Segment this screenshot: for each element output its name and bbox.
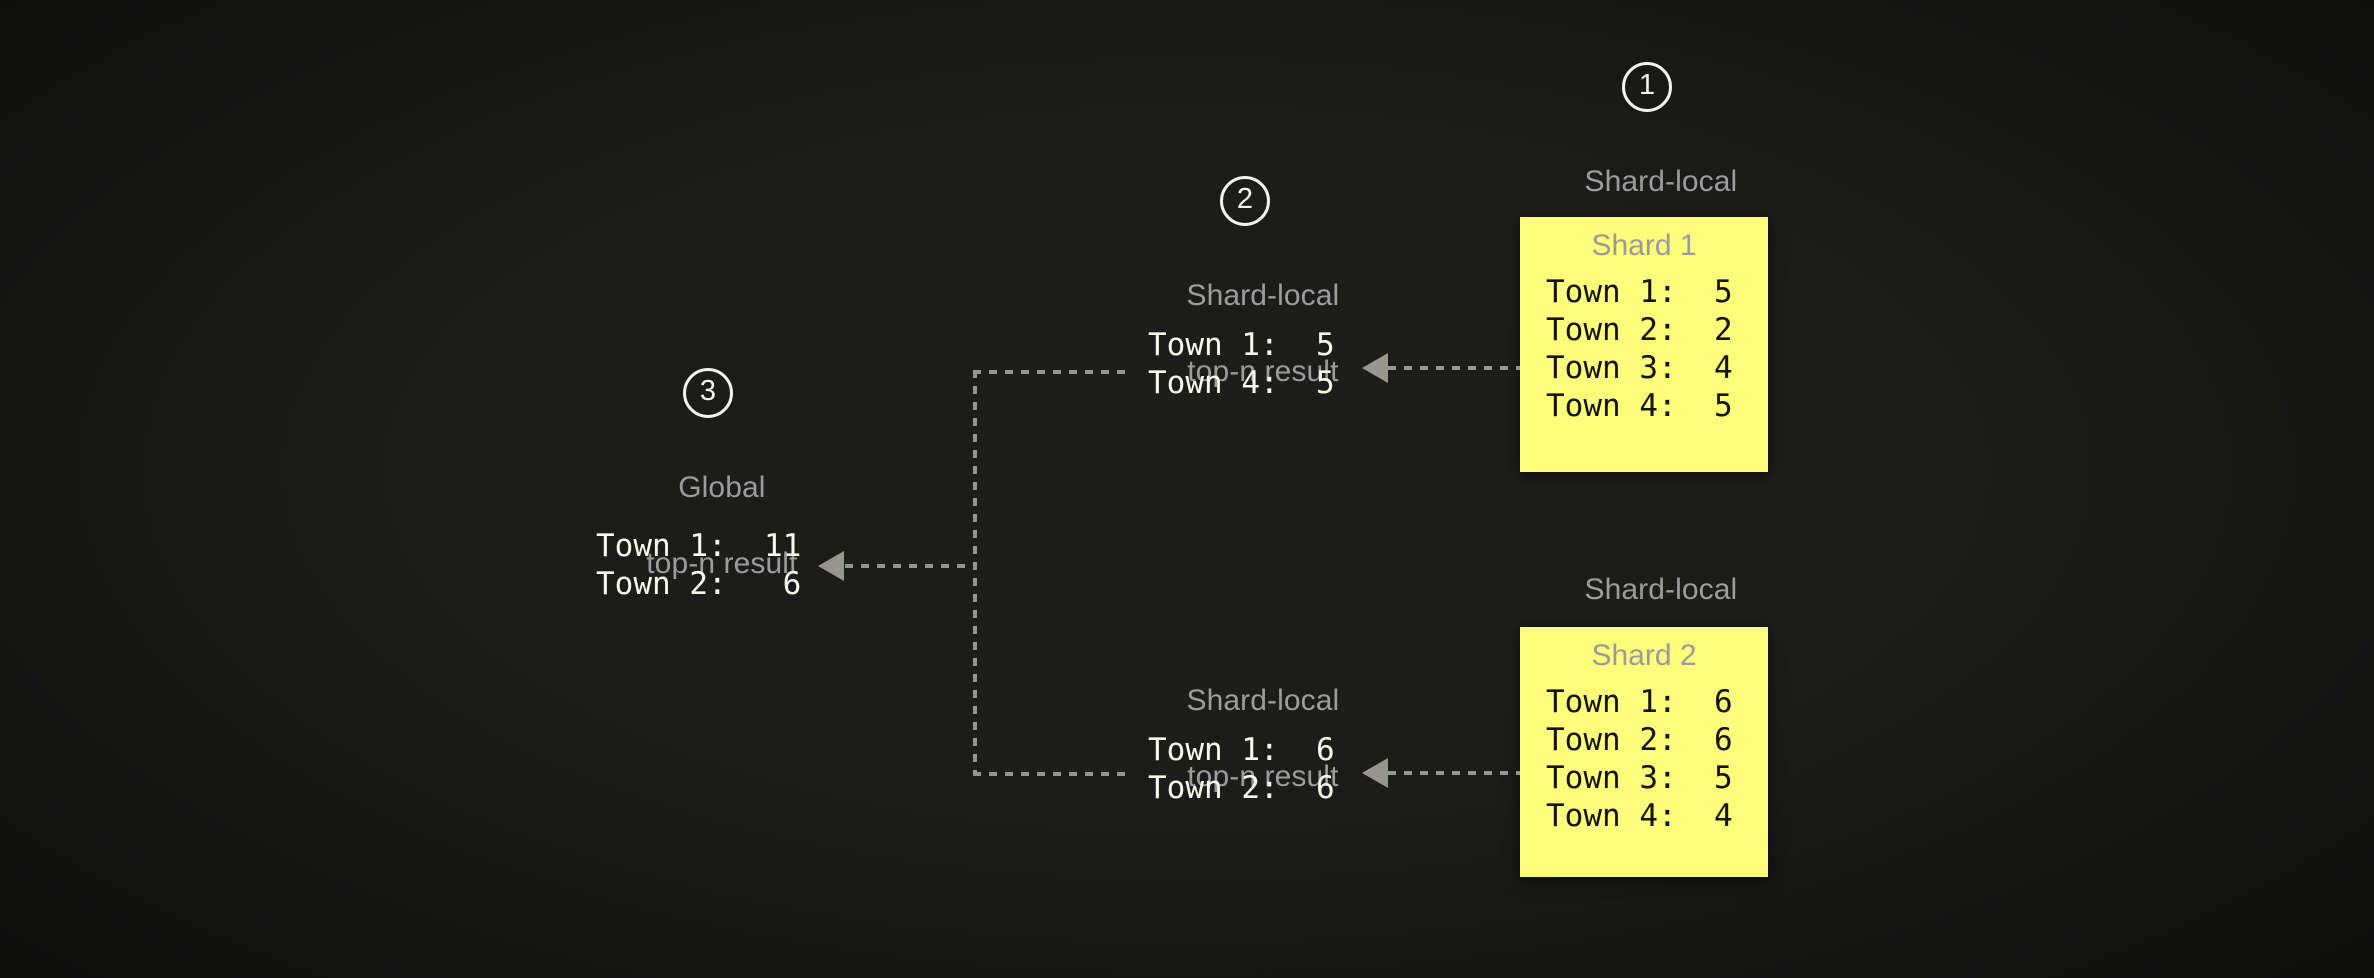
global-result-caption: Global top-n result [545,431,865,621]
shard-box-2[interactable]: Shard 2 Town 1: 6 Town 2: 6 Town 3: 5 To… [1520,627,1768,877]
step-1-caption-line1: Shard-local [1584,165,1738,198]
step-marker-2: 2 [1220,176,1270,226]
global-result-caption-line1: Global [678,471,766,504]
shard-box-2-rows: Town 1: 6 Town 2: 6 Town 3: 5 Town 4: 4 [1546,684,1733,834]
shard-box-2-title: Shard 2 [1591,639,1697,672]
arrowhead-shard1-to-local1 [1362,353,1388,383]
arrowhead-spine-to-global [818,551,844,581]
connector-merge-spine [973,370,977,776]
connector-shard2-to-local2 [1388,771,1520,775]
local-result-1-caption-line1: Shard-local [1186,279,1340,312]
shard-box-1[interactable]: Shard 1 Town 1: 5 Town 2: 2 Town 3: 4 To… [1520,217,1768,472]
global-result-caption-line2: top-n result [646,547,798,580]
local-result-1-caption-line2: top-n result [1187,355,1339,388]
local-result-1-rows: Town 1: 5 Town 4: 5 [1148,327,1335,401]
local-result-2-rows: Town 1: 6 Town 2: 6 [1148,732,1335,806]
shard-box-1-rows: Town 1: 5 Town 2: 2 Town 3: 4 Town 4: 5 [1546,274,1733,424]
connector-spine-to-global [845,564,975,568]
global-result-rows: Town 1: 11 Town 2: 6 [596,528,802,602]
local-result-2-caption: Shard-local top-n result [1086,644,1406,834]
connector-local1-to-spine [973,370,1125,374]
local-result-2-caption-line1: Shard-local [1186,684,1340,717]
connector-local2-to-spine [973,772,1125,776]
step-marker-1: 1 [1622,62,1672,112]
step-marker-3: 3 [683,368,733,418]
local-result-1-caption: Shard-local top-n result [1086,239,1406,429]
shard-2-header-line1: Shard-local [1584,573,1738,606]
local-result-2-caption-line2: top-n result [1187,760,1339,793]
connector-shard1-to-local1 [1388,366,1520,370]
arrowhead-shard2-to-local2 [1362,758,1388,788]
shard-box-1-title: Shard 1 [1591,229,1697,262]
